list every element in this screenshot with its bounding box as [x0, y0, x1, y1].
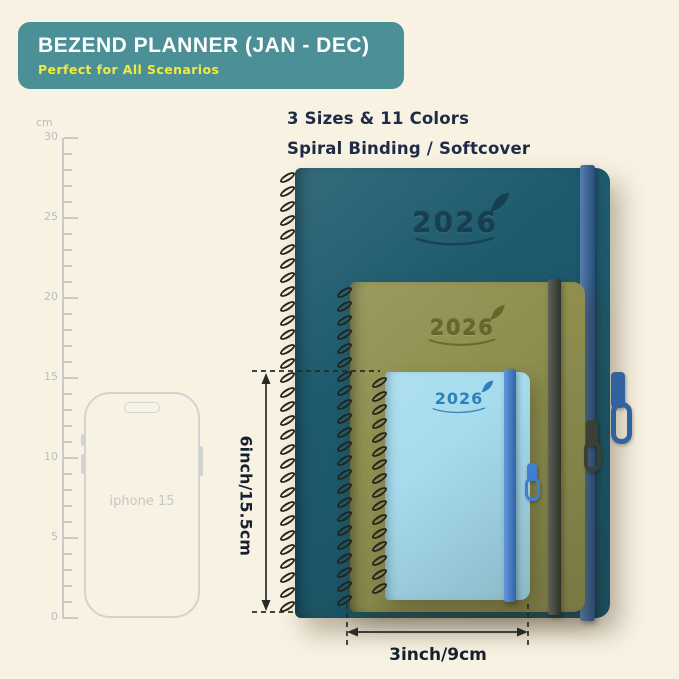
planner-small-pen-loop — [525, 477, 540, 501]
ruler-unit-label: cm — [36, 116, 53, 129]
year-text: 2026 — [429, 316, 495, 340]
feather-icon — [481, 380, 494, 393]
tagline-line-1: 3 Sizes & 11 Colors — [287, 109, 470, 128]
phone-volume-button-icon — [81, 434, 84, 446]
swoosh-underline-icon — [432, 407, 486, 414]
feather-icon — [490, 305, 505, 320]
planner-large-pen-loop — [611, 402, 632, 444]
product-subtitle: Perfect for All Scenarios — [38, 62, 220, 77]
phone-volume-button-icon — [81, 454, 84, 474]
swoosh-underline-icon — [428, 338, 496, 346]
phone-power-button-icon — [200, 446, 203, 476]
width-dimension-label: 3inch/9cm — [389, 645, 487, 665]
height-dimension-label: 6inch/15.5cm — [236, 435, 256, 556]
year-text: 2026 — [412, 206, 498, 239]
phone-outline: iphone 15 — [81, 392, 203, 618]
header-banner: BEZEND PLANNER (JAN - DEC) Perfect for A… — [18, 22, 404, 89]
planner-large-year-logo: 2026 — [406, 192, 510, 247]
product-title: BEZEND PLANNER (JAN - DEC) — [38, 34, 370, 57]
planner-small-pen-loop-strap — [527, 463, 537, 481]
tagline-line-2: Spiral Binding / Softcover — [287, 139, 531, 158]
planner-large-pen-loop-strap — [611, 372, 625, 408]
planner-medium-year-logo: 2026 — [423, 305, 505, 348]
planner-medium-pen-loop — [584, 441, 601, 472]
planner-medium-elastic-band — [548, 279, 561, 615]
year-text: 2026 — [434, 389, 484, 408]
planner-small-year-logo: 2026 — [428, 380, 494, 416]
phone-label: iphone 15 — [109, 494, 175, 509]
planner-medium-pen-loop-strap — [586, 420, 598, 446]
swoosh-underline-icon — [415, 237, 495, 246]
phone-camera-island-icon — [124, 402, 160, 413]
feather-icon — [490, 192, 510, 212]
tagline: 3 Sizes & 11 Colors Spiral Binding / Sof… — [287, 104, 530, 164]
planner-small-elastic-band — [504, 369, 516, 602]
